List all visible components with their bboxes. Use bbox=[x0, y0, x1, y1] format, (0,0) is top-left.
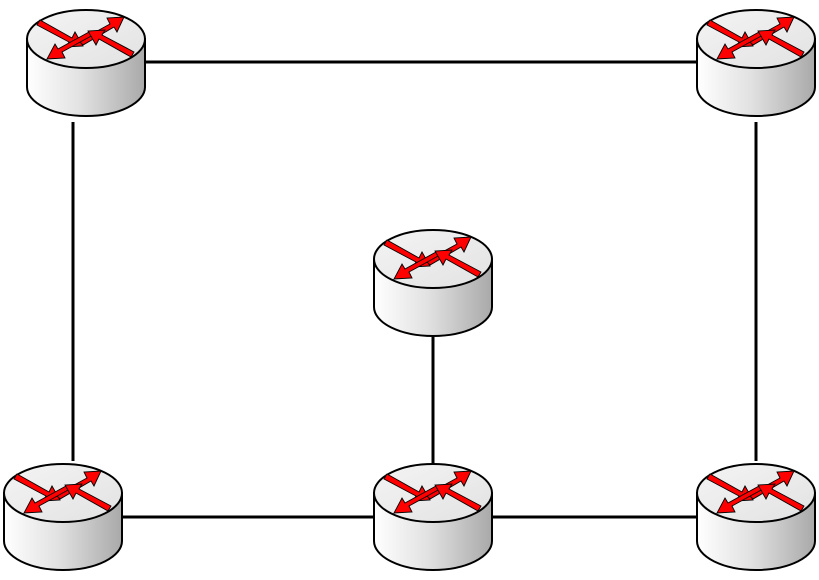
router-top-right bbox=[696, 9, 816, 117]
nodes-layer bbox=[3, 9, 816, 571]
router-top-left bbox=[26, 9, 146, 117]
router-icon bbox=[373, 229, 493, 337]
router-bottom-right bbox=[696, 463, 816, 571]
router-bottom-left bbox=[3, 463, 123, 571]
router-icon bbox=[26, 9, 146, 117]
router-icon bbox=[696, 463, 816, 571]
router-icon bbox=[3, 463, 123, 571]
router-center bbox=[373, 229, 493, 337]
router-icon bbox=[373, 463, 493, 571]
router-icon bbox=[696, 9, 816, 117]
links-layer bbox=[71, 60, 758, 519]
router-bottom-middle bbox=[373, 463, 493, 571]
